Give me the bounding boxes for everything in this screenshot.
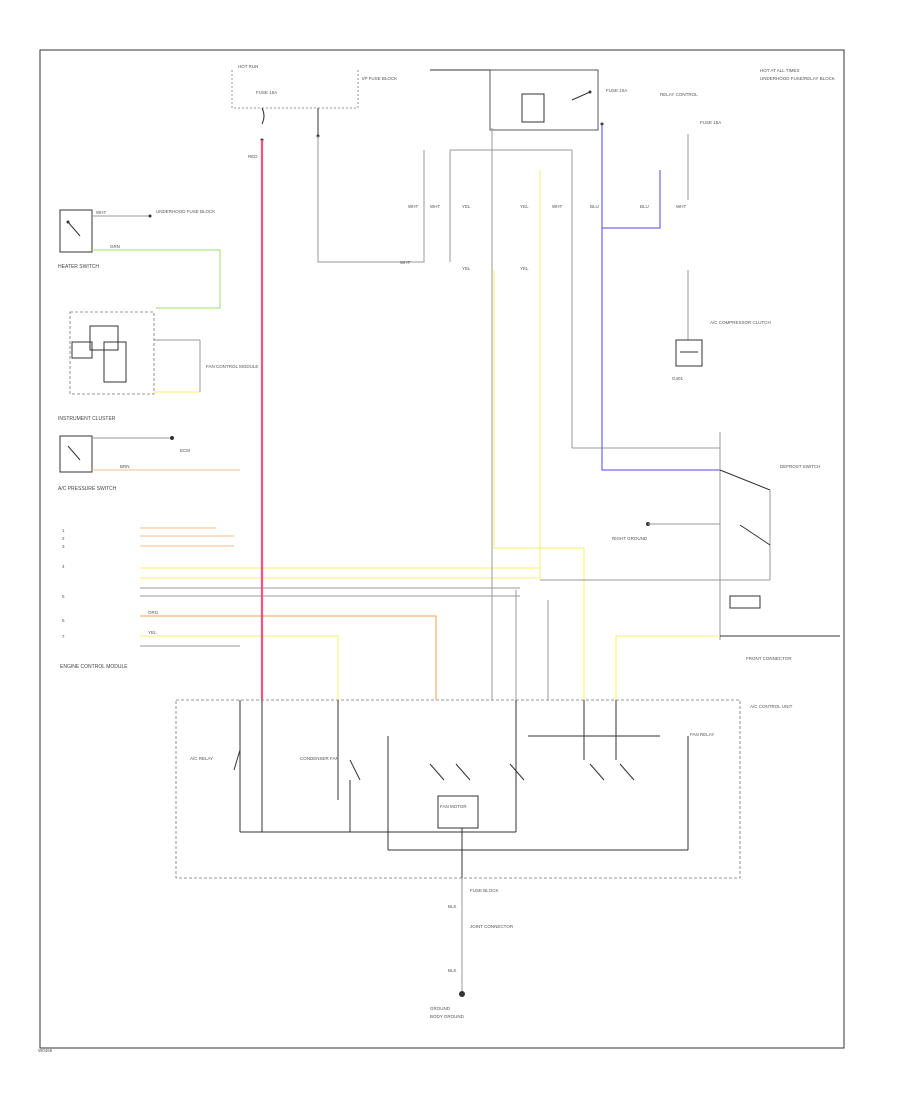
fan-control-label: FAN CONTROL MODULE xyxy=(206,364,258,369)
pressure-switch: ECM BRN A/C PRESSURE SWITCH xyxy=(58,435,240,492)
svg-text:FAN MOTOR: FAN MOTOR xyxy=(440,804,467,809)
svg-text:3: 3 xyxy=(62,544,65,549)
svg-text:1: 1 xyxy=(62,528,65,533)
wire-code-label: WHT xyxy=(96,210,106,215)
wire-labels-middle: WHT WHT YEL YEL WHT BLU WHT YEL YEL WHT xyxy=(400,204,686,271)
heater-switch: WHT UNDERHOOD FUSE BLOCK HEATER SWITCH xyxy=(58,209,215,270)
svg-text:RELAY CONTROL: RELAY CONTROL xyxy=(660,92,698,97)
svg-text:WHT: WHT xyxy=(400,260,410,265)
svg-text:DEFROST SWITCH: DEFROST SWITCH xyxy=(780,464,820,469)
defrost-switch: DEFROST SWITCH RIGHT GROUND FRONT CONNEC… xyxy=(540,432,840,661)
wire-blue xyxy=(601,124,720,471)
compressor-clutch: A/C COMPRESSOR CLUTCH G401 xyxy=(672,270,771,381)
svg-text:YEL: YEL xyxy=(520,266,529,271)
control-module-box xyxy=(175,699,741,879)
svg-text:RIGHT GROUND: RIGHT GROUND xyxy=(612,536,648,541)
svg-text:YEL: YEL xyxy=(462,266,471,271)
ecm-note-label: ENGINE CONTROL MODULE xyxy=(60,664,128,670)
svg-text:HOT RUN: HOT RUN xyxy=(238,64,258,69)
cluster-label: INSTRUMENT CLUSTER xyxy=(58,416,116,422)
wire-yellow-ecm xyxy=(140,635,339,700)
svg-text:WHT: WHT xyxy=(408,204,418,209)
svg-text:G401: G401 xyxy=(672,376,684,381)
svg-text:YEL: YEL xyxy=(520,204,529,209)
pressure-switch-label: A/C PRESSURE SWITCH xyxy=(58,486,117,492)
fan-control-module: FAN CONTROL MODULE INSTRUMENT CLUSTER xyxy=(58,311,258,422)
heater-switch-label: HEATER SWITCH xyxy=(58,264,99,270)
ecm-connector-list: 1 2 3 4 5 6 7 ENGINE CONTROL MODULE xyxy=(60,528,128,670)
svg-text:FAN RELAY: FAN RELAY xyxy=(690,732,714,737)
svg-text:WHT: WHT xyxy=(676,204,686,209)
svg-text:HOT AT ALL TIMES: HOT AT ALL TIMES xyxy=(760,68,800,73)
svg-text:YEL: YEL xyxy=(148,630,157,635)
svg-text:5: 5 xyxy=(62,594,65,599)
right-fuse: HOT AT ALL TIMES UNDERHOOD FUSE/RELAY BL… xyxy=(687,68,835,200)
relay-block: FUSE 10A RELAY CONTROL xyxy=(430,69,698,131)
svg-text:UNDERHOOD FUSE/RELAY BLOCK: UNDERHOOD FUSE/RELAY BLOCK xyxy=(760,76,835,81)
wire-code-label: GRN xyxy=(110,244,120,249)
svg-text:7: 7 xyxy=(62,634,65,639)
wire-orange xyxy=(140,615,437,700)
wire-green-heater xyxy=(92,249,221,309)
svg-text:WHT: WHT xyxy=(552,204,562,209)
svg-text:BLU: BLU xyxy=(640,204,649,209)
svg-text:BLU: BLU xyxy=(590,204,599,209)
svg-text:A/C CONTROL UNIT: A/C CONTROL UNIT xyxy=(750,704,793,709)
svg-text:GROUND: GROUND xyxy=(430,1006,451,1011)
svg-text:FUSE 15A: FUSE 15A xyxy=(256,90,277,95)
svg-text:2: 2 xyxy=(62,536,65,541)
svg-text:JOINT CONNECTOR: JOINT CONNECTOR xyxy=(470,924,514,929)
svg-text:A/C RELAY: A/C RELAY xyxy=(190,756,213,761)
svg-text:BLK: BLK xyxy=(448,904,457,909)
left-fuse: HOT RUN FUSE 15A I/P FUSE BLOCK xyxy=(231,64,397,142)
svg-text:A/C COMPRESSOR CLUTCH: A/C COMPRESSOR CLUTCH xyxy=(710,320,771,325)
svg-text:RED: RED xyxy=(248,154,258,159)
control-module-internals: A/C CONTROL UNIT FAN RELAY A/C RELAY CON… xyxy=(190,700,793,878)
svg-text:FUSE BLOCK: FUSE BLOCK xyxy=(470,888,499,893)
ecm-label: ECM xyxy=(180,448,190,453)
ground-bottom: FUSE BLOCK BLK JOINT CONNECTOR BLK GROUN… xyxy=(430,878,514,1019)
svg-text:BLK: BLK xyxy=(448,968,457,973)
svg-text:BODY GROUND: BODY GROUND xyxy=(430,1014,465,1019)
wire-code-label: BRN xyxy=(120,464,130,469)
svg-text:FUSE 15A: FUSE 15A xyxy=(700,120,721,125)
svg-text:YEL: YEL xyxy=(462,204,471,209)
svg-text:WHT: WHT xyxy=(430,204,440,209)
svg-text:ORG: ORG xyxy=(148,610,159,615)
svg-text:CONDENSER FAN: CONDENSER FAN xyxy=(300,756,339,761)
svg-text:6: 6 xyxy=(62,618,65,623)
svg-text:FUSE 10A: FUSE 10A xyxy=(606,88,627,93)
fuse-note-label: UNDERHOOD FUSE BLOCK xyxy=(156,209,215,214)
footer-code: W0466 xyxy=(38,1048,53,1053)
svg-text:I/P FUSE BLOCK: I/P FUSE BLOCK xyxy=(362,76,397,81)
svg-text:4: 4 xyxy=(62,564,65,569)
svg-text:FRONT CONNECTOR: FRONT CONNECTOR xyxy=(746,656,792,661)
diagram-frame xyxy=(39,49,845,1049)
